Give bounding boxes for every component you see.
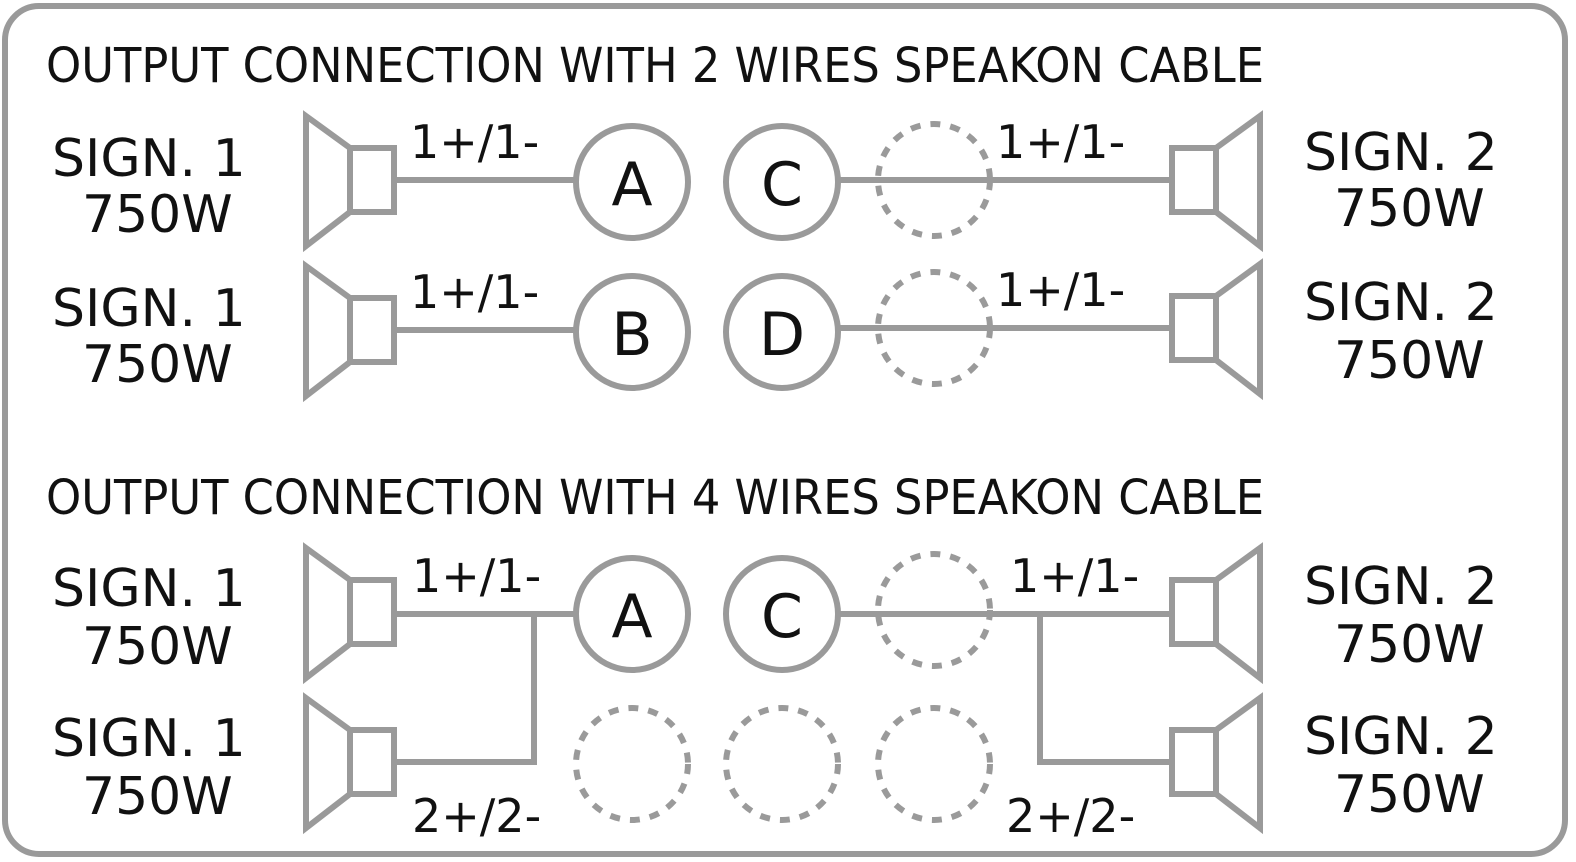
left-signal-label: SIGN. 1 <box>52 279 246 339</box>
wire-label: 1+/1- <box>996 263 1125 317</box>
right-signal-label: SIGN. 2 <box>1304 123 1498 183</box>
connector-label: C <box>761 582 803 652</box>
connector-label: B <box>611 300 652 370</box>
unused-connector-icon <box>723 705 841 823</box>
right-signal-label: SIGN. 2 <box>1304 707 1498 767</box>
connector-label: D <box>759 300 805 370</box>
wire <box>1037 614 1172 765</box>
wire-label: 2+/2- <box>1006 789 1135 843</box>
left-power-label: 750W <box>82 335 233 395</box>
connector-a-icon: A <box>573 555 691 673</box>
speaker-right-icon <box>1169 542 1263 685</box>
wire-label: 1+/1- <box>410 115 539 169</box>
connector-label: C <box>761 150 803 220</box>
right-signal-label: SIGN. 2 <box>1304 557 1498 617</box>
connector-d-icon: D <box>723 273 841 391</box>
left-power-label: 750W <box>82 185 233 245</box>
unused-connector-icon <box>875 705 993 823</box>
row-4wire-2: SIGN. 1 750W 2+/2- 2+/2- SIGN. 2 750W <box>52 614 1498 843</box>
wire-label: 2+/2- <box>412 789 541 843</box>
speaker-right-icon <box>1169 110 1263 253</box>
row-2wire-2: SIGN. 1 750W 1+/1- B D 1+/1- SIGN. 2 750… <box>52 258 1498 403</box>
row-4wire-1: SIGN. 1 750W 1+/1- A C 1+/1- SIGN. 2 750… <box>52 542 1498 685</box>
connector-label: A <box>611 150 652 220</box>
wire <box>394 614 537 765</box>
right-signal-label: SIGN. 2 <box>1304 273 1498 333</box>
left-signal-label: SIGN. 1 <box>52 709 246 769</box>
right-power-label: 750W <box>1334 765 1485 825</box>
connector-a-icon: A <box>573 123 691 241</box>
left-signal-label: SIGN. 1 <box>52 129 246 189</box>
speaker-right-icon <box>1169 692 1263 835</box>
wire-label: 1+/1- <box>1010 549 1139 603</box>
row-2wire-1: SIGN. 1 750W 1+/1- A C 1+/1- SIGN. 2 750… <box>52 110 1498 253</box>
unused-connector-icon <box>875 551 993 669</box>
wire-label: 1+/1- <box>412 549 541 603</box>
right-power-label: 750W <box>1334 331 1485 391</box>
section-title-4-wires: OUTPUT CONNECTION WITH 4 WIRES SPEAKON C… <box>46 470 1264 526</box>
wire-label: 1+/1- <box>996 115 1125 169</box>
speaker-right-icon <box>1169 258 1263 401</box>
connector-b-icon: B <box>573 273 691 391</box>
left-power-label: 750W <box>82 767 233 827</box>
right-power-label: 750W <box>1334 179 1485 239</box>
right-power-label: 750W <box>1334 615 1485 675</box>
wire-label: 1+/1- <box>410 265 539 319</box>
left-power-label: 750W <box>82 617 233 677</box>
unused-connector-icon <box>573 705 691 823</box>
left-signal-label: SIGN. 1 <box>52 559 246 619</box>
section-title-2-wires: OUTPUT CONNECTION WITH 2 WIRES SPEAKON C… <box>46 38 1264 94</box>
connector-label: A <box>611 582 652 652</box>
